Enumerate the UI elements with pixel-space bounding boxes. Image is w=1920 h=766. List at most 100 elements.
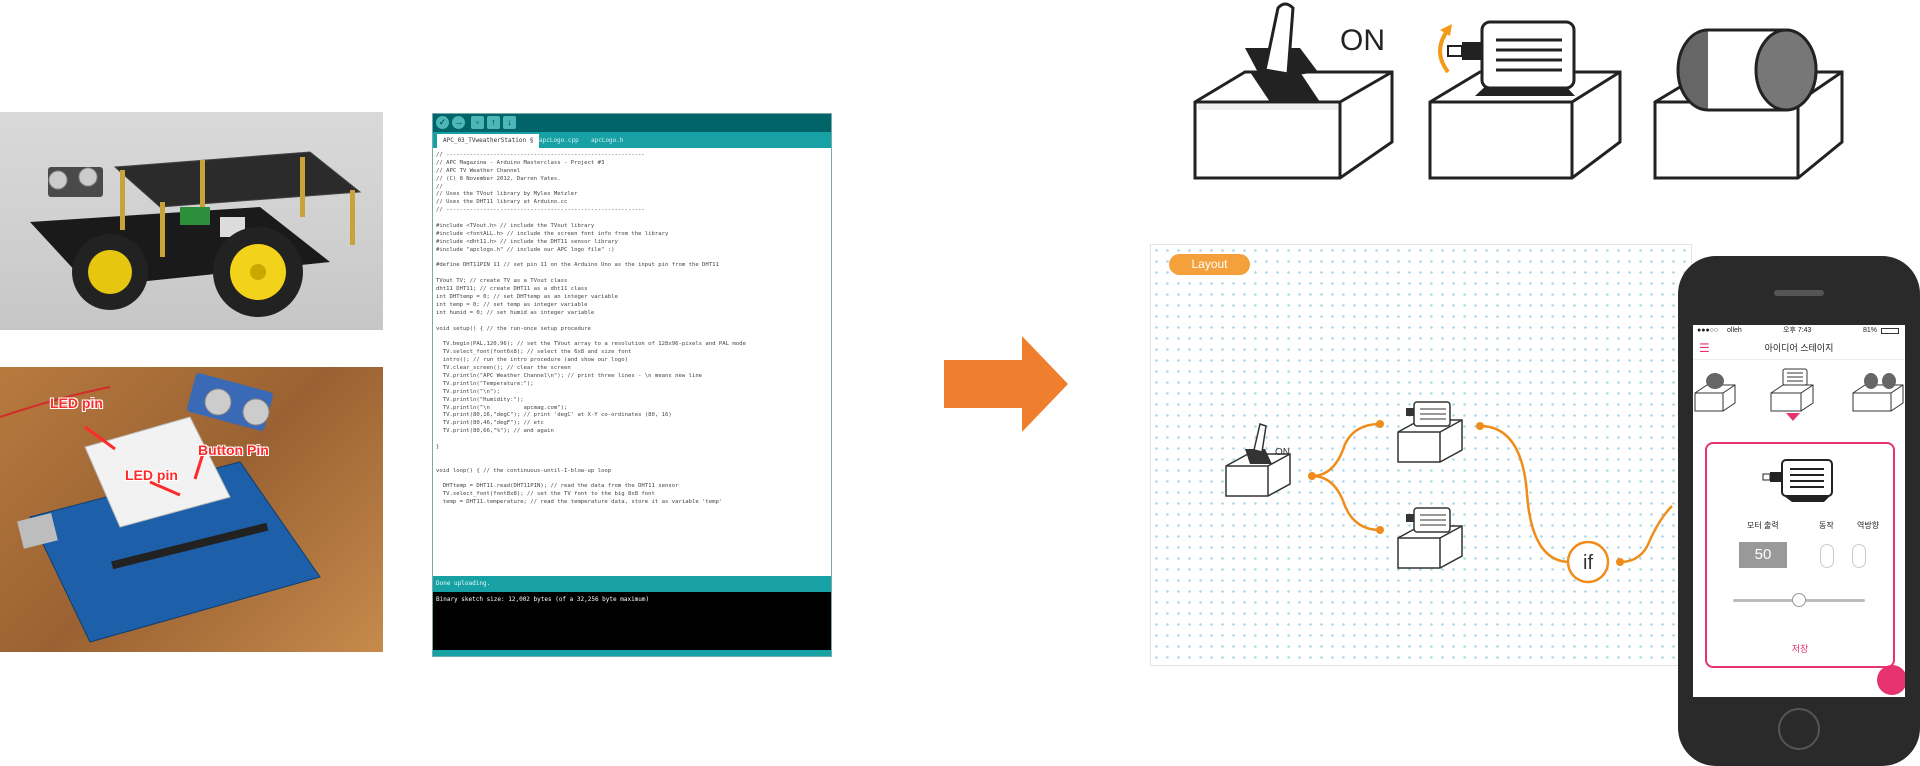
code-line: int temp = 0; // set temp as integer var… [436,301,588,308]
component-icons-row: ON [1193,2,1844,180]
code-line: TV.println("\n"); [436,388,500,395]
ide-tab-main[interactable]: APC_03_TVweatherStation § [437,134,540,148]
code-line: temp = DHT11.temperature; // read the te… [436,499,723,506]
flow-arrow-icon [944,336,1068,432]
speaker-block-icon [1653,28,1844,180]
signal-icon: ●●●○○ [1697,327,1719,334]
motor-output-slider[interactable] [1733,593,1865,607]
upload-icon[interactable]: → [452,116,465,129]
battery-icon [1881,328,1899,334]
switch-node[interactable] [1225,423,1291,497]
code-line: // APC Magazine - Arduino Masterclass - … [436,159,605,166]
code-line: int humid = 0; // set humid as integer v… [436,309,595,316]
code-line: TV.println("APC Weather Channel\n"); // … [436,372,703,379]
action-label: 동작 [1819,521,1834,530]
code-line: intro(); // run the intro procedure (and… [436,357,628,364]
flow-connectors [1311,422,1673,564]
code-line [436,476,828,484]
code-line: // -------------------------------------… [436,207,645,214]
palette-button-icon[interactable] [1694,373,1736,412]
code-line: TV.print(80,16,"degC"); // print 'degC' … [436,412,672,419]
phone-app-header: ☰ 아이디어 스테이지 [1693,337,1905,360]
led-pin-label-mid: LED pin [125,467,178,483]
motor-node-1[interactable] [1397,401,1463,463]
code-line: // (C) 8 November 2012, Darren Yates. [436,175,561,182]
code-line: // [436,183,443,190]
switch-node-on-label: ON [1275,447,1290,458]
floating-save-icon[interactable] [1877,665,1905,695]
motor-node-2[interactable] [1397,507,1463,569]
code-line: int DHTtemp = 0; // set DHTtemp as an in… [436,294,618,301]
code-line: void loop() { // the continuous-until-I-… [436,467,612,474]
code-line: #include <dht11.h> // include the DHT11 … [436,238,618,245]
code-line: DHTtemp = DHT11.read(DHT11PIN); // read … [436,483,679,490]
save-file-icon[interactable]: ↓ [503,116,516,129]
ide-tab-logo-h[interactable]: apcLogo.h [591,137,624,144]
ide-code-editor[interactable]: // -------------------------------------… [436,152,828,572]
layout-badge: Layout [1169,254,1250,275]
code-line: // Uses the TVout library by Myles Metzl… [436,191,578,198]
ide-status-bar: Done uploading. [433,576,831,592]
code-line [436,460,828,468]
code-line: TV.begin(PAL,120,96); // set the TVout a… [436,341,746,348]
phone-home-button[interactable] [1778,708,1820,750]
flow-diagram: ON if [1225,401,1673,584]
phone-status-bar: ●●●○○ olleh 오후 7:43 81% [1693,325,1905,337]
new-file-icon[interactable]: ▫ [471,116,484,129]
reverse-label: 역방향 [1857,521,1880,530]
code-line: // Uses the DHT11 library at Arduino.cc [436,199,568,206]
reverse-toggle[interactable] [1852,544,1866,568]
motor-output-value[interactable]: 50 [1739,542,1787,568]
code-line: // -------------------------------------… [436,152,645,158]
code-line: #include "apclogo.h" // include our APC … [436,246,615,253]
code-line: TV.println("Humidity:"); [436,396,524,403]
code-line: TV.select_font(font8x8); // set the TV f… [436,491,655,498]
button-pin-label: Button Pin [198,442,269,458]
code-line [436,436,828,444]
ide-toolbar: ✓ → ▫ ↑ ↓ [433,114,831,132]
code-line: // APC TV Weather Channel [436,167,521,174]
ide-tab-logo-cpp[interactable]: apcLogo.cpp [539,137,579,144]
app-title: 아이디어 스테이지 [1764,343,1834,353]
popup-motor-icon [1762,459,1833,502]
robot-car-photo [0,112,383,330]
code-line: TV.clear_screen(); // clear the screen [436,365,571,372]
save-button[interactable]: 저장 [1791,644,1809,654]
component-palette [1694,368,1904,421]
code-line: TV.select_font(font6x8); // select the 6… [436,349,632,356]
code-line [436,452,828,460]
code-line: #include <TVout.h> // include the TVout … [436,223,595,230]
ide-tabbar: APC_03_TVweatherStation § apcLogo.cpp ap… [433,132,831,148]
code-line: TVout TV; // create TV as a TVout class [436,278,568,285]
arduino-board-illustration [0,373,321,643]
code-line: } [436,443,440,450]
slider-thumb[interactable] [1792,593,1806,607]
toggle-switch-block-icon [1193,2,1394,180]
palette-speaker-icon[interactable] [1852,373,1904,412]
smartphone: ●●●○○ olleh 오후 7:43 81% ☰ 아이디어 스테이지 [1678,256,1920,766]
code-line: dht11 DHT11; // create DHT11 as a dht11 … [436,286,588,293]
code-line [436,215,828,223]
code-line: TV.print(80,66,"%"); // and again [436,428,554,435]
clock-time: 오후 7:43 [1783,327,1812,334]
motor-settings-popup: 모터 출력 동작 역방향 50 저장 [1705,442,1895,668]
motor-output-label: 모터 출력 [1747,521,1779,530]
palette-motor-icon[interactable] [1770,368,1814,421]
if-node-label: if [1583,552,1593,574]
code-line: #define DHT11PIN 11 // set pin 11 on the… [436,262,719,269]
phone-speaker-slot [1774,290,1824,296]
code-line [436,333,828,341]
code-line: TV.println("\n apcmag.com"); [436,404,568,411]
code-line [436,270,828,278]
hamburger-menu-icon[interactable]: ☰ [1699,341,1710,355]
battery-percent: 81% [1862,327,1877,334]
code-line: void setup() { // the run-once setup pro… [436,325,591,332]
code-line [436,318,828,326]
robot-car-illustration [30,151,362,317]
open-file-icon[interactable]: ↑ [487,116,500,129]
code-line: TV.println("Temperature:"); [436,380,534,387]
verify-icon[interactable]: ✓ [436,116,449,129]
action-toggle[interactable] [1820,544,1834,568]
if-node[interactable] [1566,540,1610,584]
arduino-board-photo: LED pin LED pin Button Pin [0,367,383,652]
